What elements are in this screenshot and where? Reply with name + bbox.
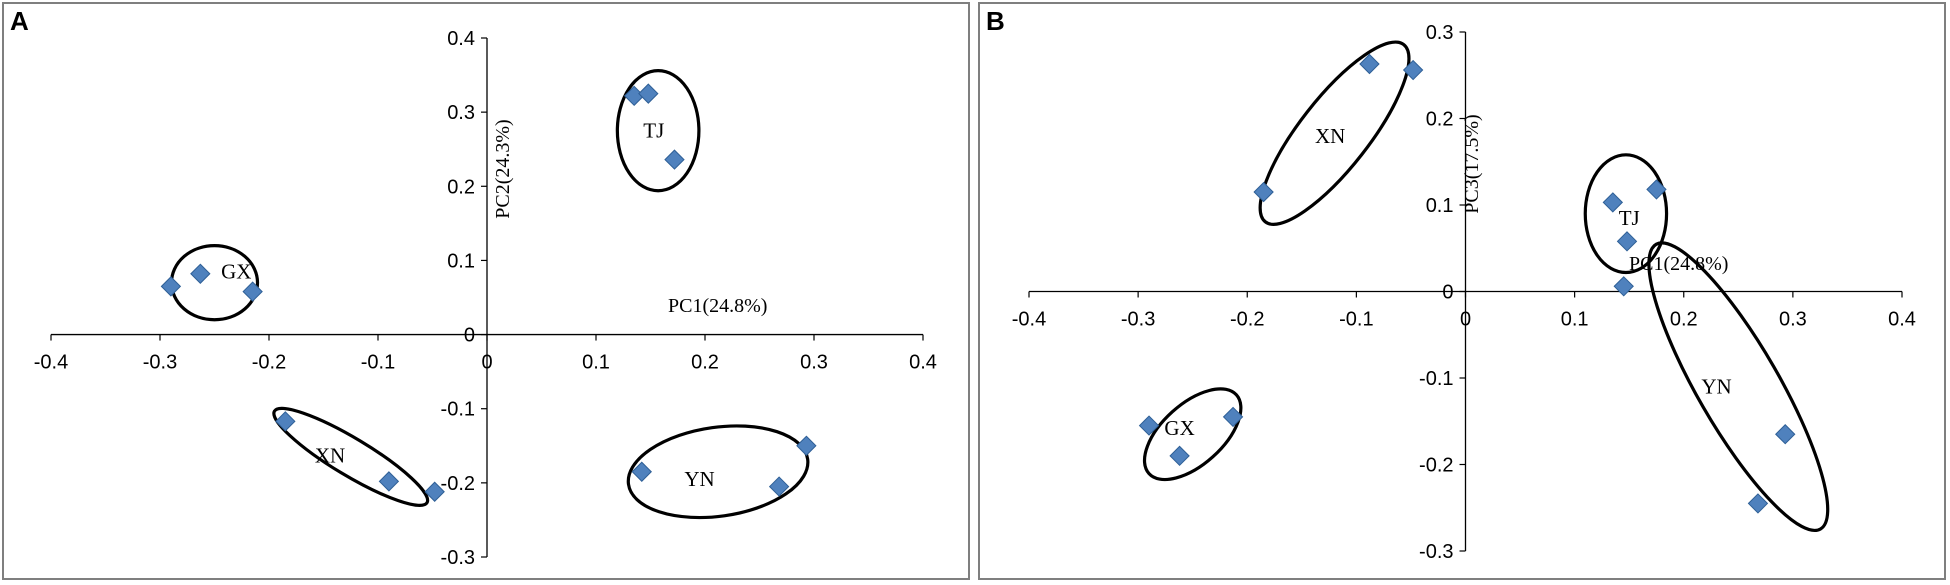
data-point	[1138, 415, 1160, 436]
group-label-xn: XN	[1315, 124, 1345, 148]
data-point	[1602, 192, 1624, 213]
y-tick-label: 0.2	[447, 176, 475, 198]
y-tick-label: -0.1	[441, 399, 475, 421]
data-point	[1359, 53, 1380, 75]
y-tick-label: -0.1	[1419, 368, 1453, 390]
group-ellipse-gx	[1142, 387, 1243, 482]
y-tick-label: -0.3	[441, 547, 475, 569]
y-tick-label: -0.2	[441, 473, 475, 495]
group-label-gx: GX	[221, 260, 251, 284]
x-tick-label: -0.4	[1012, 309, 1046, 331]
x-tick-label: 0.3	[800, 352, 828, 374]
y-tick-label: -0.2	[1419, 455, 1453, 477]
data-point	[796, 435, 817, 456]
group-ellipse-xn	[1258, 40, 1411, 226]
group-ellipse-yn	[1647, 241, 1830, 533]
data-point	[275, 411, 296, 432]
data-point	[1747, 493, 1769, 514]
x-tick-label: 0.4	[1888, 309, 1916, 331]
group-label-tj: TJ	[1619, 206, 1640, 230]
panel-b: B -0.4 -0.3 -0.2 -0.1 0 0.1 0.2 0.3 0.4 0.3 0.2 0.1…	[978, 2, 1946, 580]
group-label-yn: YN	[1701, 375, 1731, 399]
y-tick-label: 0.3	[1426, 22, 1454, 44]
group-ellipse-xn	[272, 406, 430, 508]
group-ellipse-tj	[615, 69, 701, 193]
x-tick-label: 0	[1460, 309, 1471, 331]
chart-b: -0.4 -0.3 -0.2 -0.1 0 0.1 0.2 0.3 0.4 0.3 0.2 0.1 0 -…	[1012, 22, 1916, 563]
x-axis-title: PC1(24.8%)	[668, 295, 767, 317]
data-point	[664, 149, 685, 170]
x-tick-label: -0.3	[143, 352, 177, 374]
x-tick-label: 0.1	[582, 352, 610, 374]
data-point	[160, 276, 182, 297]
data-point	[1253, 181, 1274, 203]
panel-a: A -0.4 -0.3 -0.2 -0.1 0 0.1 0.2 0.3 0.4 0.4 0.3 0.2…	[2, 2, 970, 580]
y-tick-label: 0.2	[1426, 109, 1454, 131]
data-point	[1169, 445, 1190, 467]
data-point	[242, 281, 263, 302]
data-point	[424, 481, 445, 502]
y-tick-label: 0	[464, 325, 475, 347]
data-point	[1613, 276, 1634, 297]
y-tick-label: 0.1	[447, 250, 475, 272]
x-tick-label: -0.1	[1339, 309, 1373, 331]
group-label-xn: XN	[315, 443, 345, 467]
x-tick-label: -0.2	[252, 352, 286, 374]
data-point	[638, 83, 659, 104]
data-point	[1616, 231, 1638, 252]
x-tick-label: -0.1	[361, 352, 395, 374]
data-point	[1775, 424, 1796, 445]
group-label-gx: GX	[1164, 416, 1194, 440]
chart-a: -0.4 -0.3 -0.2 -0.1 0 0.1 0.2 0.3 0.4 0.4 0.3 0.2 0.…	[34, 28, 937, 569]
panel-label: A	[10, 6, 29, 36]
y-tick-label: 0.3	[447, 102, 475, 124]
group-ellipse-tj	[1583, 153, 1669, 275]
x-tick-label: 0.2	[691, 352, 719, 374]
group-ellipse-yn	[626, 424, 810, 520]
x-tick-label: 0.3	[1779, 309, 1807, 331]
y-axis-title: PC3(17.5%)	[1461, 114, 1483, 213]
group-label-yn: YN	[684, 467, 714, 491]
y-tick-label: 0.4	[447, 28, 475, 50]
data-point	[631, 461, 652, 482]
x-tick-label: 0	[481, 352, 492, 374]
x-axis-title: PC1(24.8%)	[1629, 253, 1728, 275]
x-tick-label: 0.4	[909, 352, 937, 374]
x-tick-label: 0.1	[1561, 309, 1589, 331]
data-point	[190, 263, 211, 284]
y-tick-label: -0.3	[1419, 541, 1453, 563]
y-axis-title: PC2(24.3%)	[492, 119, 514, 218]
data-point	[1222, 406, 1244, 428]
x-tick-label: -0.3	[1121, 309, 1155, 331]
y-tick-label: 0	[1442, 282, 1453, 304]
group-label-tj: TJ	[643, 119, 664, 143]
data-point	[378, 471, 400, 492]
data-point	[768, 476, 790, 497]
data-point	[1646, 179, 1667, 200]
x-tick-label: -0.4	[34, 352, 68, 374]
x-tick-label: -0.2	[1230, 309, 1264, 331]
y-tick-label: 0.1	[1426, 195, 1454, 217]
x-tick-label: 0.2	[1670, 309, 1698, 331]
data-point	[1402, 59, 1424, 81]
panel-label: B	[986, 6, 1005, 36]
